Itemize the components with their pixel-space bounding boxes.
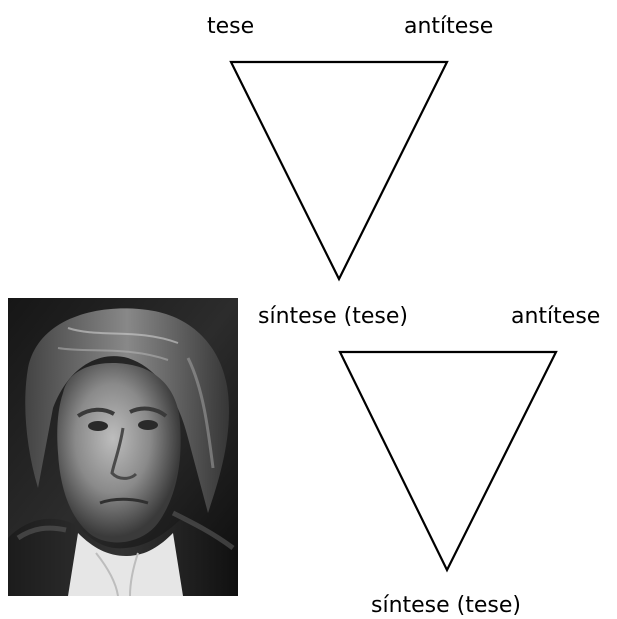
triangle-bottom <box>338 350 558 573</box>
triangle-top <box>229 60 449 282</box>
synthesis-label-middle: síntese (tese) <box>258 304 408 329</box>
antithesis-label-middle: antítese <box>511 304 601 329</box>
portrait-photo <box>8 298 238 596</box>
antithesis-label-top: antítese <box>404 14 494 39</box>
synthesis-label-bottom: síntese (tese) <box>371 593 521 618</box>
thesis-label: tese <box>207 14 255 39</box>
